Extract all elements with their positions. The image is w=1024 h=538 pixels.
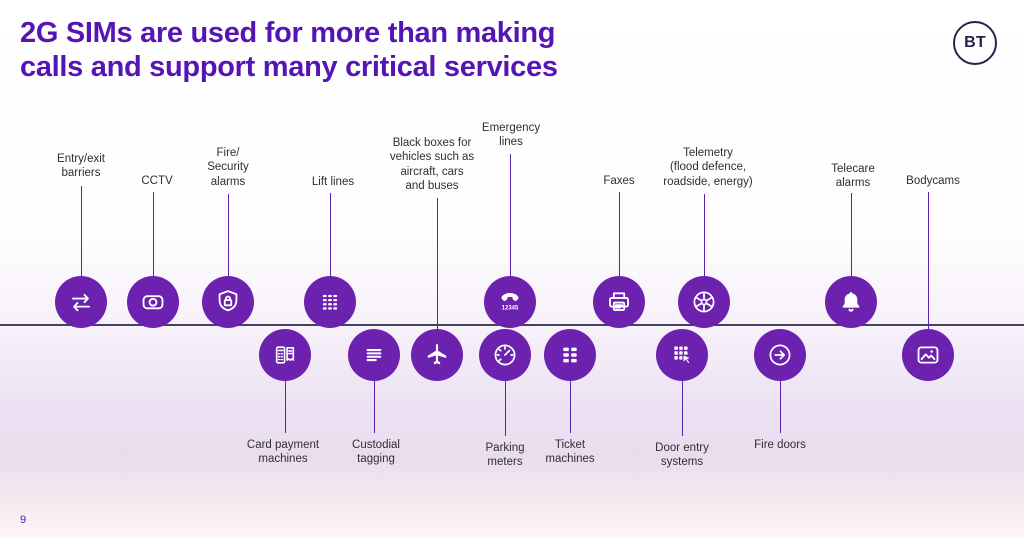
node-circle [825,276,877,328]
emergency-phone-icon: 12345 [501,293,519,312]
node-label: Bodycams [906,175,960,187]
connector-line [682,381,683,436]
gauge-icon [494,344,516,366]
connector-line [330,193,331,276]
node-label: Lift lines [311,176,355,188]
node-label: Telemetry (flood defence, roadside, ener… [663,147,753,188]
slide-title: 2G SIMs are used for more than making ca… [20,17,558,84]
node-label: Fire doors [754,439,806,451]
connector-line [570,381,571,433]
shield-lock-icon [218,290,238,312]
node-label: Door entry systems [655,442,709,469]
connector-line [928,192,929,329]
node-circle [348,329,400,381]
node-label: Telecare alarms [831,163,875,190]
node-circle [902,329,954,381]
connector-line [153,192,154,276]
node-circle [678,276,730,328]
connector-line [510,154,511,276]
connector-line [285,381,286,433]
node-circle [411,329,463,381]
connector-line [851,193,852,276]
svg-text:12345: 12345 [502,306,519,312]
bt-logo-text: BT [964,34,986,51]
telemetry-dial-icon [693,291,715,313]
lift-buttons-icon [322,294,338,310]
airplane-icon [427,343,447,365]
ticket-grid-icon [563,347,577,363]
node-label: Emergency lines [481,122,541,149]
connector-line [81,186,82,276]
node-label: Parking meters [485,442,525,469]
node-circle [656,329,708,381]
bt-logo: BT [953,21,997,65]
node-circle: 12345 [484,276,536,328]
node-label: Card payment machines [246,439,320,466]
connector-line [437,198,438,329]
fax-machine-icon [609,292,629,311]
connector-line [619,192,620,276]
cctv-camera-icon [142,295,164,310]
node-circle [304,276,356,328]
node-label: Fire/ Security alarms [207,147,249,188]
node-label: Entry/exit barriers [57,153,105,180]
node-circle [55,276,107,328]
node-label: CCTV [141,175,173,187]
node-circle [479,329,531,381]
connector-line [505,381,506,436]
bell-icon [842,291,860,312]
keypad-cursor-icon [674,346,693,365]
node-circle [544,329,596,381]
node-label: Custodial tagging [352,439,400,466]
node-label: Black boxes for vehicles such as aircraf… [389,137,475,193]
node-circle [259,329,311,381]
node-label: Faxes [603,175,635,187]
card-terminal-icon [275,346,295,364]
list-lines-icon [366,349,382,362]
node-circle [593,276,645,328]
connector-line [704,194,705,276]
connector-line [374,381,375,433]
connector-line [228,194,229,276]
page-number: 9 [20,514,27,526]
node-circle [754,329,806,381]
entry-exit-arrows-icon [72,293,90,312]
node-circle [202,276,254,328]
node-label: Ticket machines [545,439,595,466]
node-circle [127,276,179,328]
photo-icon [917,346,939,364]
arrow-right-circle-icon [769,344,791,366]
connector-line [780,381,781,433]
